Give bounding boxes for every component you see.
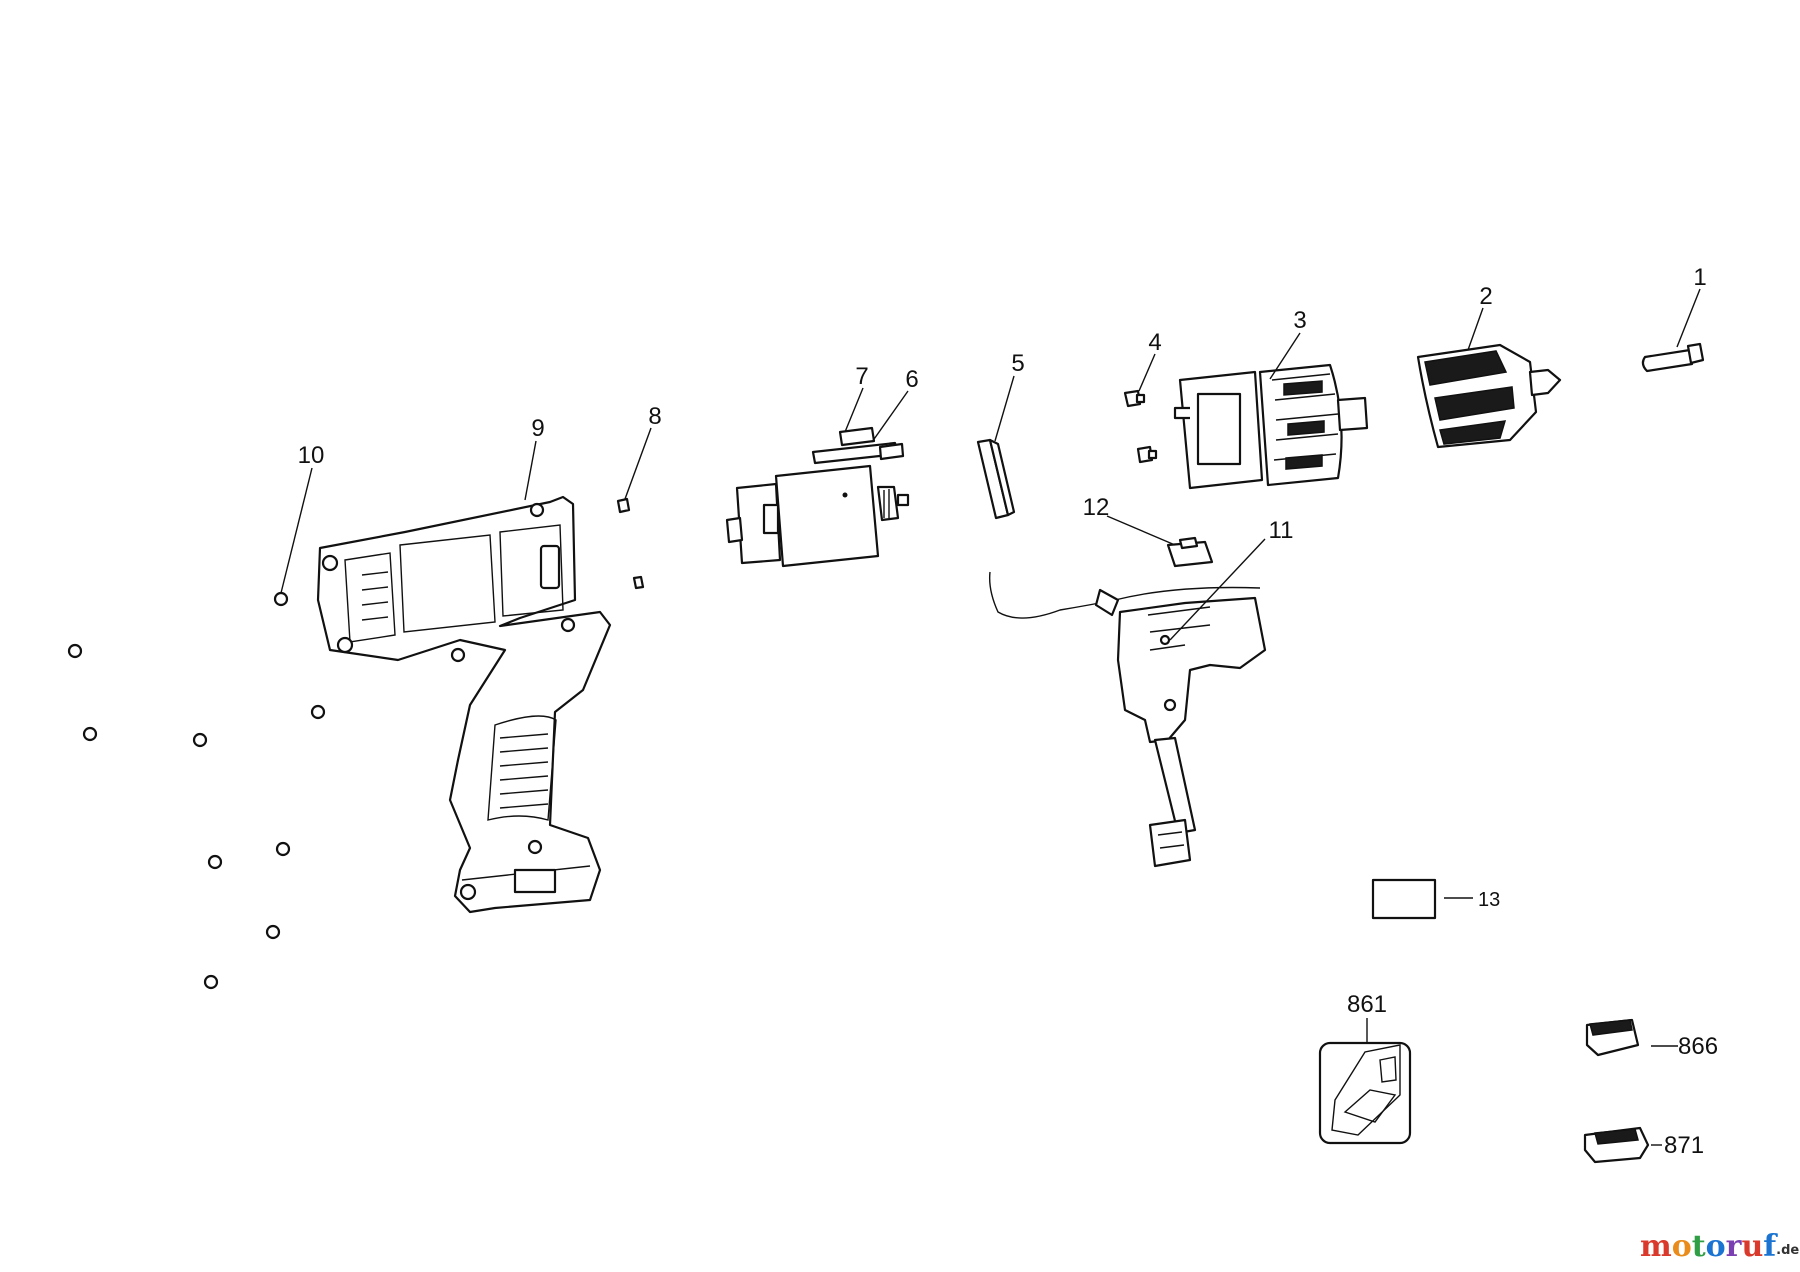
- callout-labels: 1 2 3 4 5 6 7 8 9 10 11 12 13 861 866 87…: [298, 264, 1718, 1159]
- motor: [725, 464, 910, 568]
- callout-9: 9: [531, 415, 544, 442]
- callout-5: 5: [1011, 350, 1024, 377]
- callout-871: 871: [1664, 1132, 1704, 1159]
- part-2-chuck: [1416, 343, 1562, 449]
- logo-letter: u: [1741, 1229, 1763, 1264]
- callout-13: 13: [1478, 889, 1500, 911]
- callout-6: 6: [905, 366, 918, 393]
- callout-861: 861: [1347, 991, 1387, 1018]
- logo-letter: t: [1692, 1229, 1706, 1264]
- part-4-screws: [1123, 389, 1158, 464]
- part-12-slide: [1166, 536, 1214, 568]
- part-866-battery: [1585, 1018, 1640, 1057]
- callout-8: 8: [648, 403, 661, 430]
- part-11-switch: [988, 571, 1267, 868]
- callout-10: 10: [298, 442, 325, 469]
- callout-1: 1: [1693, 264, 1706, 291]
- logo-letter: o: [1706, 1229, 1726, 1264]
- part-861-case: [1318, 1041, 1412, 1145]
- part-3-gearbox: [1173, 363, 1369, 490]
- logo-letter: f: [1763, 1229, 1778, 1264]
- callout-11: 11: [1269, 517, 1294, 544]
- callout-7: 7: [855, 363, 868, 390]
- logo-letter: m: [1640, 1229, 1672, 1264]
- callout-2: 2: [1479, 283, 1492, 310]
- part-8-nuts: [616, 497, 645, 590]
- callout-3: 3: [1293, 307, 1306, 334]
- leader-lines: [280, 288, 1701, 1146]
- logo-suffix: .de: [1776, 1243, 1799, 1258]
- part-5-plate: [976, 438, 1016, 520]
- part-13-label: [1371, 878, 1437, 920]
- callout-12: 12: [1083, 494, 1110, 521]
- part-10-screws: [67, 591, 326, 990]
- callout-4: 4: [1148, 329, 1161, 356]
- callout-866: 866: [1678, 1033, 1718, 1060]
- logo-letter: o: [1672, 1229, 1692, 1264]
- part-871-charger: [1583, 1126, 1650, 1164]
- watermark-logo: motoruf.de: [1640, 1229, 1799, 1264]
- part-9-housing: [316, 495, 612, 914]
- logo-letter: r: [1726, 1229, 1743, 1264]
- part-6-7-brush-card: [811, 426, 905, 465]
- part-1-bit: [1641, 342, 1705, 373]
